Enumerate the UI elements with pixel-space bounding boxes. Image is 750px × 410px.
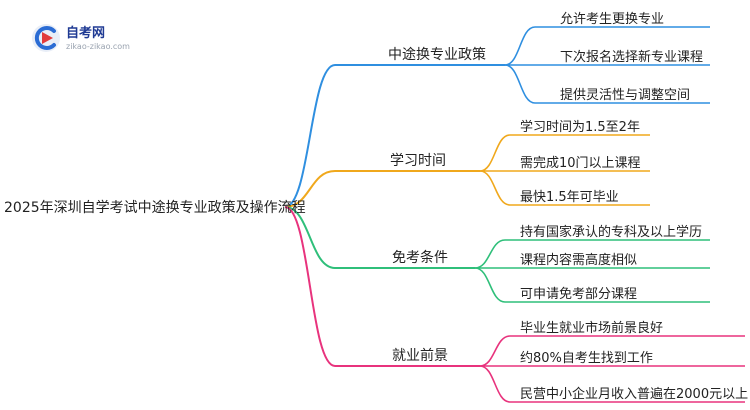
leaf-degree-requirement: 持有国家承认的专科及以上学历 (520, 225, 703, 240)
logo-mark-icon (32, 24, 60, 52)
root-topic: 2025年深圳自学考试中途换专业政策及操作流程 (4, 200, 306, 216)
branch-major-change-policy: 中途换专业政策 (388, 47, 486, 63)
leaf-fastest-graduation: 最快1.5年可毕业 (520, 190, 619, 205)
branch-study-time: 学习时间 (390, 153, 446, 169)
branch-employment-prospects: 就业前景 (392, 348, 448, 364)
branch-connector (284, 64, 505, 208)
leaf-choose-new-courses: 下次报名选择新专业课程 (560, 50, 704, 65)
leaf-good-job-market: 毕业生就业市场前景良好 (520, 321, 664, 336)
branch-connector (284, 206, 480, 367)
leaf-connector (479, 170, 650, 206)
leaf-study-duration: 学习时间为1.5至2年 (520, 120, 640, 135)
leaf-flexibility: 提供灵活性与调整空间 (560, 88, 691, 103)
leaf-connector (474, 239, 710, 269)
logo-title: 自考网 (66, 26, 106, 41)
leaf-connector (504, 26, 710, 66)
leaf-apply-exemption: 可申请免考部分课程 (520, 287, 638, 302)
leaf-connector (479, 365, 745, 403)
leaf-connector (504, 64, 710, 104)
leaf-course-similarity: 课程内容需高度相似 (520, 253, 638, 268)
branch-exemption-conditions: 免考条件 (392, 250, 448, 266)
leaf-course-count: 需完成10门以上课程 (520, 156, 641, 171)
branch-connector (284, 206, 475, 269)
leaf-monthly-income: 民营中小企业月收入普遍在2000元以上 (520, 387, 749, 402)
leaf-employment-rate: 约80%自考生找到工作 (520, 351, 653, 366)
branch-connector (284, 170, 480, 208)
site-logo[interactable]: 自考网 zikao-zikao.com (30, 20, 140, 56)
leaf-connector (479, 134, 650, 172)
leaf-allow-major-change: 允许考生更换专业 (560, 12, 665, 27)
leaf-connector (474, 267, 710, 303)
leaf-connector (479, 335, 745, 367)
logo-url: zikao-zikao.com (66, 42, 130, 51)
